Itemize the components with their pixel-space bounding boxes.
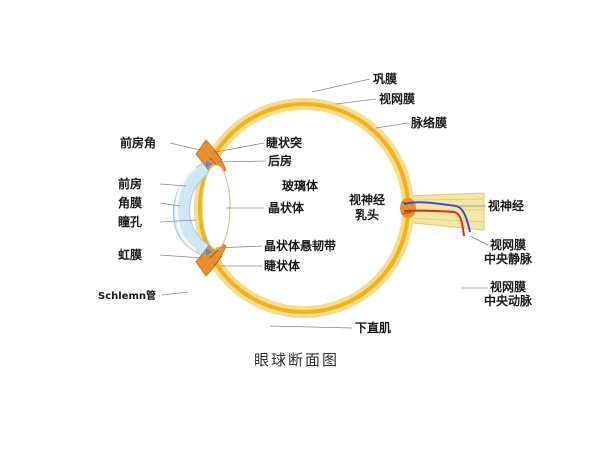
label-anterior-chamber-angle: 前房角 (120, 135, 156, 150)
leader-lines (159, 78, 489, 329)
label-lens: 晶状体 (268, 200, 305, 215)
label-sclera: 巩膜 (373, 71, 397, 86)
label-ciliary-body: 睫状体 (264, 258, 301, 273)
optic-papilla (400, 198, 471, 237)
label-retina: 视网膜 (379, 91, 415, 106)
label-cornea: 角膜 (118, 195, 142, 210)
label-vitreous-body: 玻璃体 (282, 178, 319, 193)
label-central-retinal-artery-1: 视网膜 (490, 279, 526, 294)
label-optic-papilla-1: 视神经 (349, 192, 385, 207)
label-iris: 虹膜 (118, 247, 142, 262)
label-inferior-rectus: 下直肌 (355, 320, 391, 335)
label-schlemm-canal: Schlemn管 (98, 289, 156, 302)
label-ciliary-process: 睫状突 (266, 135, 302, 150)
label-central-retinal-vein-1: 视网膜 (490, 237, 526, 252)
label-anterior-chamber: 前房 (118, 176, 142, 191)
eyeball (194, 98, 414, 318)
label-central-retinal-vein-2: 中央静脉 (484, 251, 533, 266)
label-optic-nerve: 视神经 (488, 198, 524, 213)
diagram-caption: 眼球断面图 (254, 351, 339, 369)
label-pupil: 瞳孔 (118, 214, 142, 229)
label-posterior-chamber: 后房 (268, 153, 292, 168)
label-central-retinal-artery-2: 中央动脉 (484, 293, 533, 308)
label-optic-papilla-2: 乳头 (355, 207, 379, 222)
zonule-markers (206, 160, 212, 256)
label-choroid: 脉络膜 (410, 115, 447, 130)
vitreous-body-area (206, 110, 402, 306)
lens-shape (201, 164, 231, 250)
label-zonule: 晶状体悬韧带 (264, 238, 336, 253)
